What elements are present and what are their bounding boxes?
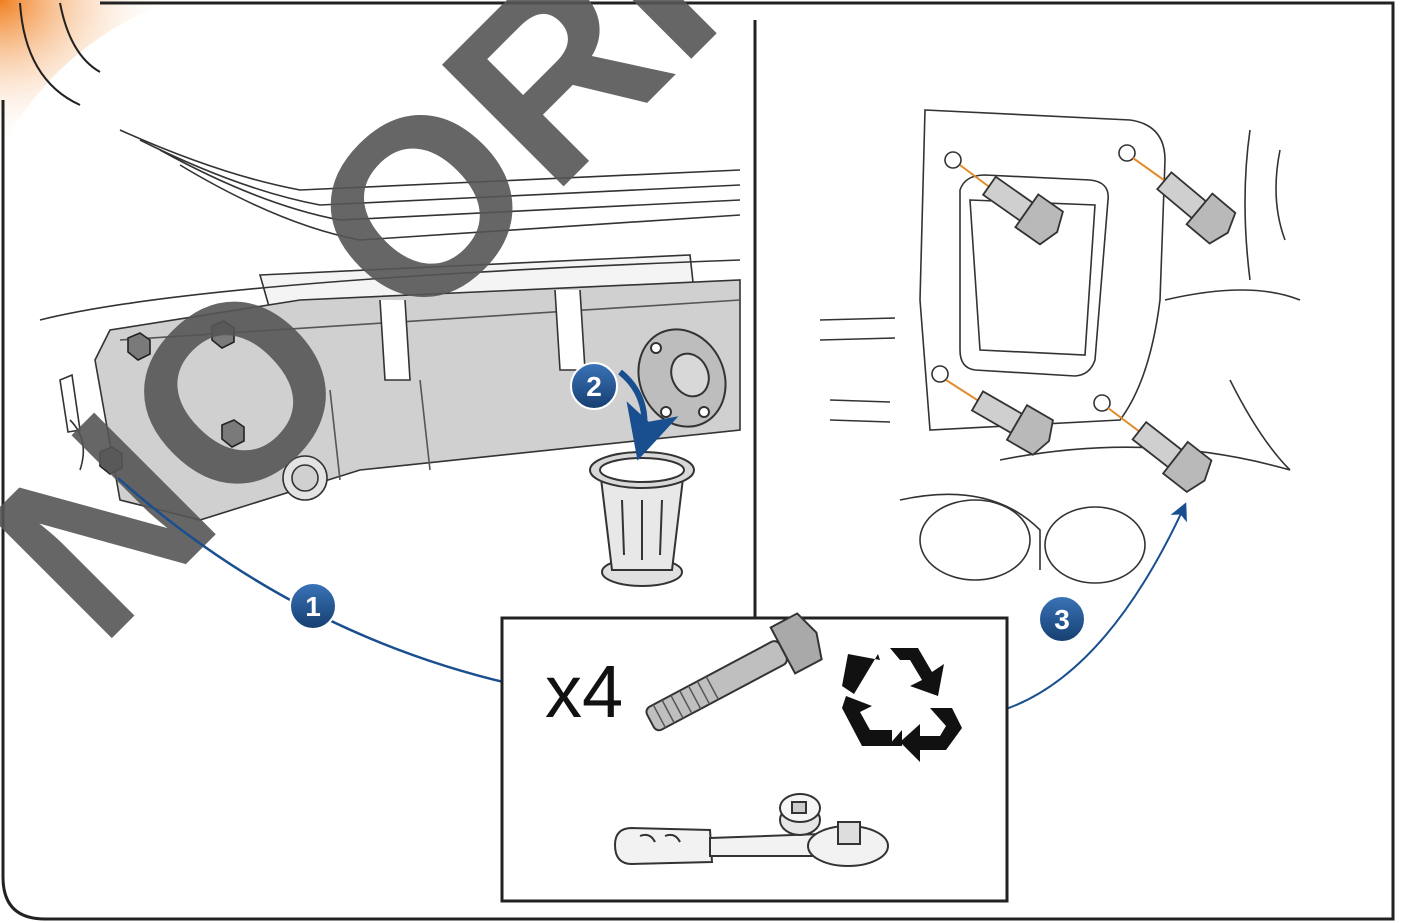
step-number: 2 <box>586 371 602 402</box>
mounting-plate <box>819 109 1301 584</box>
mounting-holes <box>931 144 1136 412</box>
new-bolts <box>970 171 1237 494</box>
bolt-icon <box>645 612 823 732</box>
bumper-assembly <box>39 129 741 521</box>
corner-accent <box>0 0 175 150</box>
corner-arc-outer <box>19 2 81 106</box>
step-badge-2: 2 <box>570 362 618 410</box>
step-3-arrow <box>984 502 1187 716</box>
recycle-icon <box>842 648 962 762</box>
quantity-label: x4 <box>545 650 623 733</box>
socket-icon <box>779 793 821 836</box>
step-badge-1: 1 <box>289 582 337 630</box>
step-number: 3 <box>1054 604 1070 635</box>
trash-can-icon <box>589 451 695 587</box>
ratchet-wrench-icon <box>613 821 889 867</box>
corner-arc-inner <box>59 2 101 73</box>
step-number: 1 <box>305 591 321 622</box>
bumper-bolt-heads <box>99 320 245 475</box>
step-badge-3: 3 <box>1038 595 1086 643</box>
step-2-arrow <box>618 369 679 461</box>
